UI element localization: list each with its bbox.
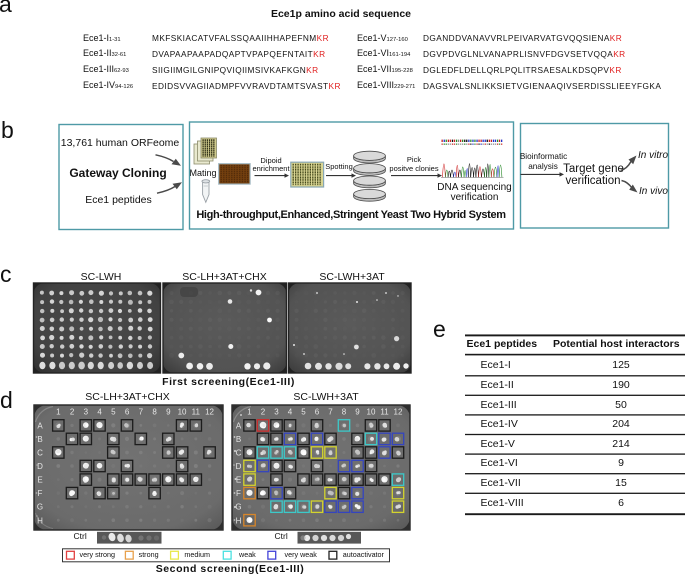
svg-text:E: E — [37, 476, 42, 485]
svg-text:C: C — [236, 449, 242, 458]
svg-text:7: 7 — [328, 408, 333, 417]
svg-text:G: G — [37, 503, 43, 512]
svg-text:B: B — [236, 435, 241, 444]
svg-text:11: 11 — [380, 408, 389, 417]
svg-text:1: 1 — [56, 408, 61, 417]
svg-text:2: 2 — [70, 408, 75, 417]
svg-text:4: 4 — [97, 408, 102, 417]
svg-text:8: 8 — [152, 408, 157, 417]
svg-text:B: B — [37, 435, 42, 444]
svg-text:E: E — [236, 476, 241, 485]
svg-text:1: 1 — [247, 408, 252, 417]
svg-text:G: G — [235, 503, 241, 512]
svg-text:11: 11 — [192, 408, 201, 417]
svg-text:C: C — [37, 449, 43, 458]
svg-text:3: 3 — [84, 408, 89, 417]
svg-text:H: H — [37, 516, 43, 525]
svg-text:9: 9 — [166, 408, 171, 417]
svg-text:H: H — [236, 516, 242, 525]
svg-text:5: 5 — [301, 408, 306, 417]
svg-text:10: 10 — [367, 408, 376, 417]
svg-text:10: 10 — [178, 408, 187, 417]
svg-text:6: 6 — [125, 408, 130, 417]
svg-text:D: D — [236, 462, 242, 471]
svg-text:6: 6 — [315, 408, 320, 417]
svg-text:F: F — [236, 489, 241, 498]
svg-text:4: 4 — [288, 408, 293, 417]
svg-text:A: A — [37, 421, 43, 430]
svg-text:F: F — [38, 489, 43, 498]
svg-text:A: A — [236, 421, 242, 430]
svg-text:9: 9 — [355, 408, 360, 417]
svg-text:3: 3 — [274, 408, 279, 417]
svg-text:7: 7 — [139, 408, 144, 417]
svg-text:8: 8 — [342, 408, 347, 417]
svg-text:12: 12 — [394, 408, 403, 417]
svg-text:5: 5 — [111, 408, 116, 417]
svg-text:12: 12 — [205, 408, 214, 417]
svg-text:D: D — [37, 462, 43, 471]
svg-text:2: 2 — [261, 408, 266, 417]
